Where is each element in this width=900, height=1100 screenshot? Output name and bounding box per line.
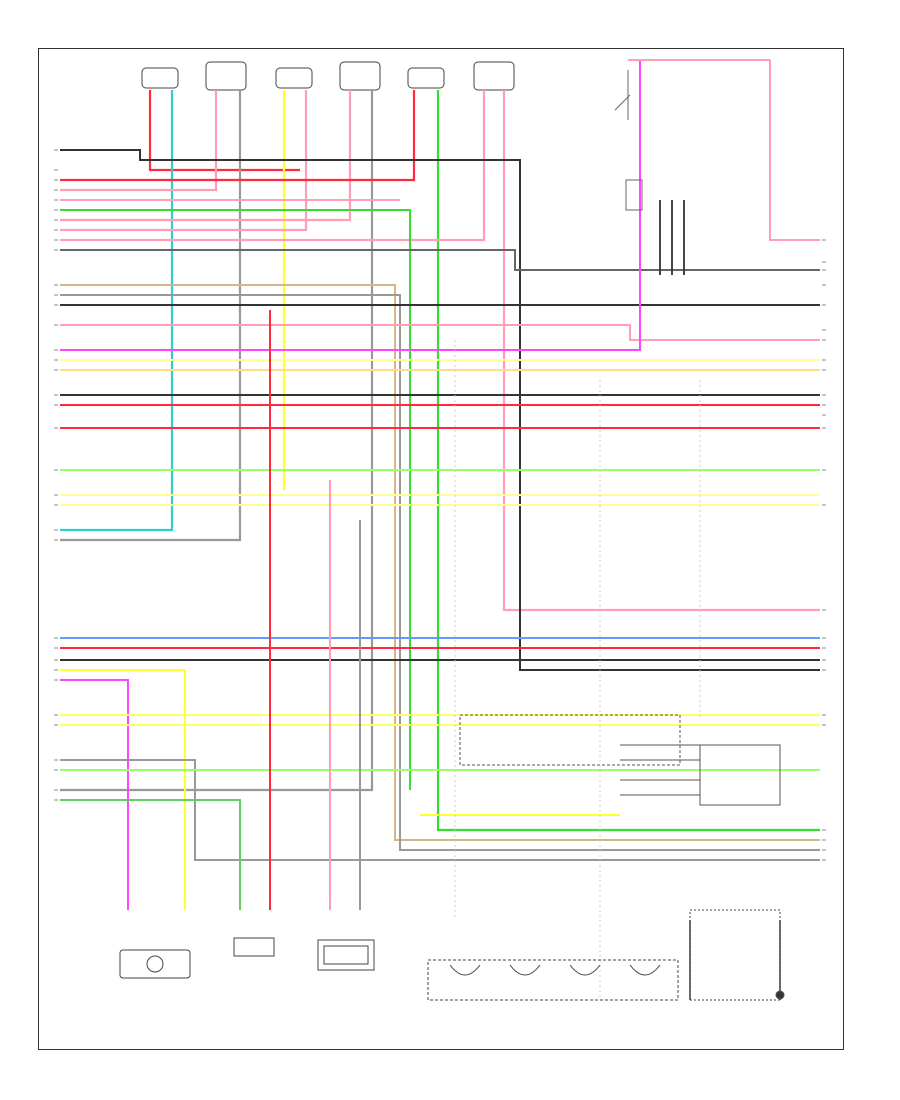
right-pins [822,239,826,861]
left-harness [60,60,820,910]
sensor-3 [317,939,375,971]
connector-5 [407,67,445,89]
connector-6 [473,61,515,91]
connector-3 [275,67,313,89]
sensor-2 [233,937,275,957]
connector-4 [339,61,381,91]
module-box [689,909,781,1001]
connector-1 [141,67,179,89]
connector-2 [205,61,247,91]
coil-pack [427,959,679,1001]
sensor-1 [119,949,191,979]
switch-block [420,714,785,1000]
top-drops [60,90,820,832]
bottom-components [119,909,781,1001]
relay-block [614,59,820,275]
diagram-frame [38,48,844,1050]
top-connectors [141,61,515,91]
reference-lines [454,340,701,1000]
left-pins [54,149,58,801]
